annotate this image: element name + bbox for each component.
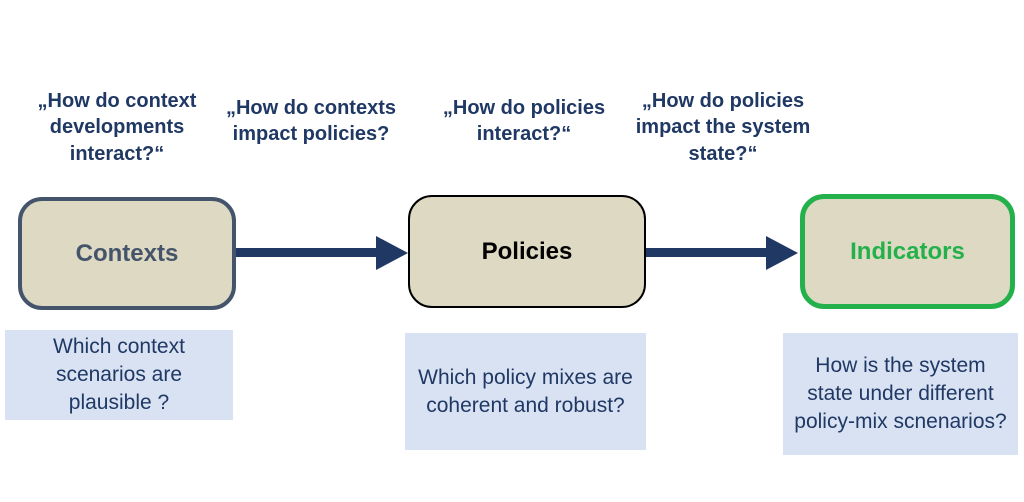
note-context-scenarios: Which context scenarios are plausible ?: [5, 330, 233, 420]
question-policies-interact: „How do policies interact?“: [442, 97, 606, 146]
node-indicators-label: Indicators: [850, 237, 965, 265]
node-contexts-label: Contexts: [75, 239, 179, 267]
arrow-head-icon: [376, 236, 408, 270]
node-policies-label: Policies: [481, 237, 573, 265]
question-contexts-impact-policies: „How do contexts impact policies?: [225, 97, 396, 146]
question-policies-impact-system-state: „How do policies impact the system state…: [635, 90, 811, 165]
note-policy-mixes: Which policy mixes are coherent and robu…: [405, 333, 646, 450]
node-contexts: Contexts: [18, 197, 236, 310]
arrow-line: [236, 248, 378, 257]
node-indicators: Indicators: [800, 194, 1015, 309]
arrow-line: [646, 248, 768, 257]
node-policies: Policies: [408, 195, 646, 308]
arrow-head-icon: [766, 236, 798, 270]
question-context-developments-interact: „How do context developments interact?“: [37, 90, 197, 165]
note-system-state: How is the system state under different …: [783, 333, 1018, 455]
